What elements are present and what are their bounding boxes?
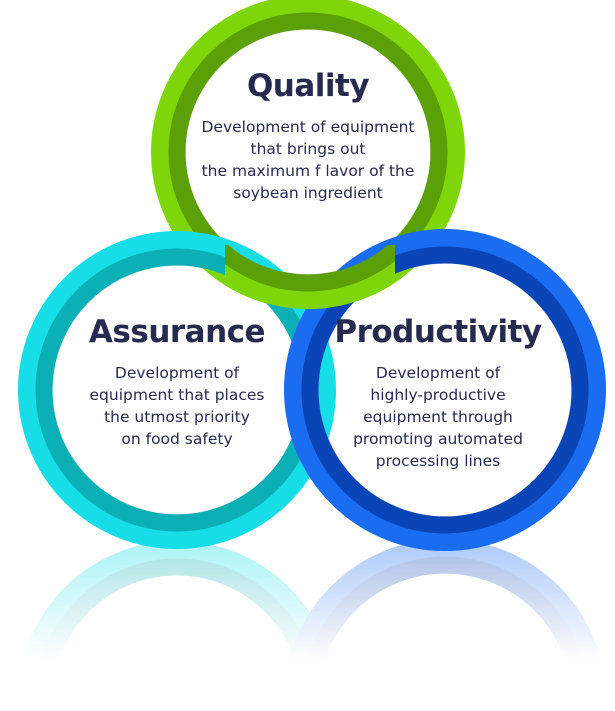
productivity-description: Development of highly-productive equipme… xyxy=(318,362,558,472)
desc-line: the maximum f lavor of the xyxy=(201,162,415,180)
desc-line: the utmost priority xyxy=(104,408,250,426)
assurance-block: Assurance Development of equipment that … xyxy=(57,314,297,450)
quality-disc xyxy=(186,30,430,274)
desc-line: promoting automated xyxy=(353,430,523,448)
desc-line: that brings out xyxy=(250,140,366,158)
assurance-title: Assurance xyxy=(88,314,266,350)
productivity-title: Productivity xyxy=(334,314,542,350)
assurance-ring-reflection-inner xyxy=(35,558,319,701)
desc-line: Development of xyxy=(375,364,501,382)
productivity-disc xyxy=(319,264,571,516)
assurance-description: Development of equipment that places the… xyxy=(57,362,297,450)
desc-line: highly-productive xyxy=(370,386,506,404)
quality-ring-overlap xyxy=(225,245,395,309)
desc-line: Development of xyxy=(114,364,240,382)
productivity-ring-reflection-inner xyxy=(301,556,589,701)
quality-title: Quality xyxy=(246,68,370,104)
desc-line: equipment through xyxy=(363,408,513,426)
productivity-block: Productivity Development of highly-produ… xyxy=(318,314,558,472)
desc-line: soybean ingredient xyxy=(233,184,383,202)
productivity-ring xyxy=(284,229,606,551)
quality-block: Quality Development of equipment that br… xyxy=(188,68,428,204)
assurance-disc xyxy=(53,266,301,514)
desc-line: processing lines xyxy=(375,452,501,470)
desc-line: on food safety xyxy=(121,430,233,448)
quality-description: Development of equipment that brings out… xyxy=(188,116,428,204)
desc-line: Development of equipment xyxy=(201,118,415,136)
reflection xyxy=(18,539,606,701)
desc-line: equipment that places xyxy=(89,386,265,404)
